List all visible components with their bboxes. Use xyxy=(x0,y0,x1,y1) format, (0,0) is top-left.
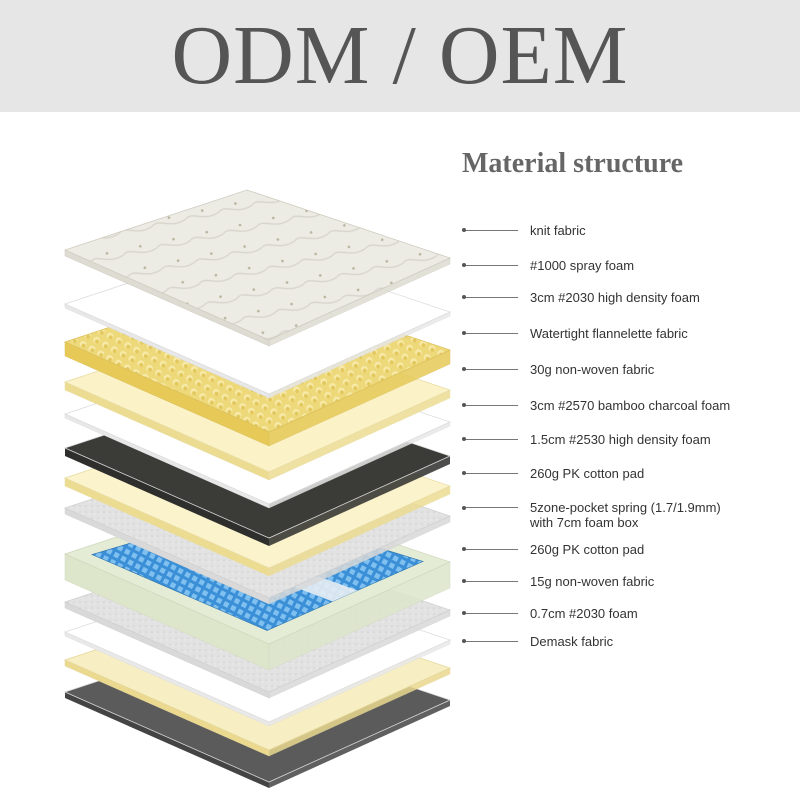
layer-label-text: Demask fabric xyxy=(530,633,614,649)
layer-label-text: #1000 spray foam xyxy=(530,257,635,273)
bullet-dot-icon xyxy=(462,367,466,371)
layer-label: 260g PK cotton pad xyxy=(530,466,644,481)
bullet-dot-icon xyxy=(462,437,466,441)
leader-line xyxy=(466,472,518,474)
layer-label-text: 15g non-woven fabric xyxy=(530,573,655,589)
legend-row: 1.5cm #2530 high density foam xyxy=(462,429,711,449)
legend-row: 0.7cm #2030 foam xyxy=(462,603,638,623)
layer-legend: knit fabric #1000 spray foam 3cm #2030 hig… xyxy=(462,0,792,800)
bullet-dot-icon xyxy=(462,263,466,267)
layer-label: #1000 spray foam xyxy=(530,258,634,273)
bullet-dot-icon xyxy=(462,547,466,551)
leader-line xyxy=(466,296,518,298)
layer-label-text: 260g PK cotton pad xyxy=(530,465,645,481)
layer-label-text: knit fabric xyxy=(530,222,586,238)
bullet-dot-icon xyxy=(462,639,466,643)
layer-label-text: 260g PK cotton pad xyxy=(530,541,645,557)
leader-line xyxy=(466,332,518,334)
layer-label-text-line2: with 7cm foam box xyxy=(530,515,639,530)
legend-row: 30g non-woven fabric xyxy=(462,359,654,379)
layer-label: 3cm #2030 high density foam xyxy=(530,290,700,305)
bullet-dot-icon xyxy=(462,611,466,615)
legend-row: 260g PK cotton pad xyxy=(462,463,644,483)
legend-row: 5zone-pocket spring (1.7/1.9mm)with 7cm … xyxy=(462,500,721,532)
layer-label-text: Watertight flannelette fabric xyxy=(530,325,688,341)
leader-line xyxy=(466,548,518,550)
legend-row: Demask fabric xyxy=(462,631,613,651)
knit-fabric-layer xyxy=(63,189,452,347)
layer-label: knit fabric xyxy=(530,223,586,238)
layer-label: 3cm #2570 bamboo charcoal foam xyxy=(530,398,730,413)
layer-label-text: 0.7cm #2030 foam xyxy=(530,605,638,621)
layer-label: 30g non-woven fabric xyxy=(530,362,654,377)
layer-label-text: 3cm #2030 high density foam xyxy=(530,289,700,305)
leader-line xyxy=(466,580,518,582)
bullet-dot-icon xyxy=(462,471,466,475)
legend-row: 15g non-woven fabric xyxy=(462,571,654,591)
bullet-dot-icon xyxy=(462,579,466,583)
bullet-dot-icon xyxy=(462,295,466,299)
leader-line xyxy=(466,368,518,370)
leader-line xyxy=(466,438,518,440)
bullet-dot-icon xyxy=(462,331,466,335)
layer-label-text: 30g non-woven fabric xyxy=(530,361,655,377)
section-title: Material structure xyxy=(462,148,684,179)
layer-label: Demask fabric xyxy=(530,634,613,649)
layer-label-text: 5zone-pocket spring (1.7/1.9mm) xyxy=(530,500,721,515)
leader-line xyxy=(466,612,518,614)
bullet-dot-icon xyxy=(462,506,466,510)
layer-label: 1.5cm #2530 high density foam xyxy=(530,432,711,447)
layer-label: 5zone-pocket spring (1.7/1.9mm)with 7cm … xyxy=(530,500,721,530)
leader-line xyxy=(466,507,518,508)
layer-label: 15g non-woven fabric xyxy=(530,574,654,589)
header-banner: ODM / OEM xyxy=(0,0,800,112)
layer-label: Watertight flannelette fabric xyxy=(530,326,688,341)
legend-row: knit fabric xyxy=(462,220,586,240)
layer-label: 260g PK cotton pad xyxy=(530,542,644,557)
legend-row: Watertight flannelette fabric xyxy=(462,323,688,343)
leader-line xyxy=(466,640,518,642)
layer-label: 0.7cm #2030 foam xyxy=(530,606,638,621)
layer-label-text: 1.5cm #2530 high density foam xyxy=(530,431,711,447)
leader-line xyxy=(466,264,518,266)
legend-row: 3cm #2030 high density foam xyxy=(462,287,700,307)
leader-line xyxy=(466,229,518,231)
bullet-dot-icon xyxy=(462,403,466,407)
legend-row: 260g PK cotton pad xyxy=(462,539,644,559)
legend-row: 3cm #2570 bamboo charcoal foam xyxy=(462,395,730,415)
layer-label-text: 3cm #2570 bamboo charcoal foam xyxy=(530,397,731,413)
legend-row: #1000 spray foam xyxy=(462,255,634,275)
page-title: ODM / OEM xyxy=(171,9,629,102)
bullet-dot-icon xyxy=(462,228,466,232)
leader-line xyxy=(466,404,518,406)
